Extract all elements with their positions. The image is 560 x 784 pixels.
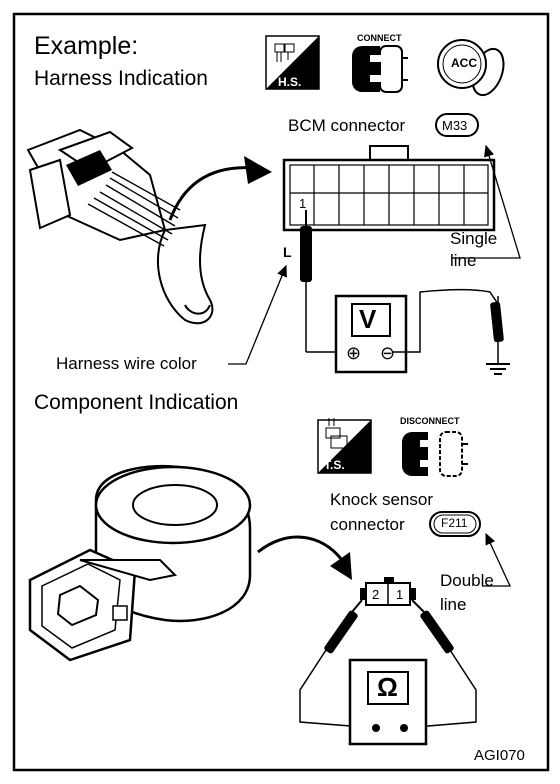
double-line-label-2: line: [440, 595, 467, 614]
voltmeter-symbol: V: [359, 304, 377, 334]
single-line-leader: [452, 144, 521, 259]
double-line-label-1: Double: [440, 571, 494, 590]
ground-probe: [392, 288, 510, 375]
knock-sensor-label-1: Knock sensor: [330, 490, 433, 509]
knock-sensor-label-2: connector: [330, 515, 405, 534]
curved-arrow-bottom-head: [330, 552, 352, 580]
component-heading: Component Indication: [34, 391, 239, 414]
bcm-connector-label: BCM connector: [288, 116, 406, 135]
ignition-acc-icon: [437, 39, 505, 97]
bcm-connector-face: [282, 145, 496, 232]
knock-sensor-illustration: [28, 464, 252, 662]
connect-label: CONNECT: [357, 33, 402, 43]
ts-label: T.S.: [324, 458, 345, 472]
voltmeter: [334, 294, 408, 374]
acc-label: ACC: [451, 56, 477, 70]
title: Example:: [34, 32, 139, 60]
figure-id: AGI070: [474, 747, 525, 764]
single-line-label-2: line: [450, 251, 477, 270]
harness-heading: Harness Indication: [34, 67, 208, 90]
single-line-label-1: Single: [450, 229, 498, 248]
outer-border: [12, 12, 550, 772]
knock-sensor-connector-face: [360, 577, 416, 606]
hs-label: H.S.: [278, 75, 302, 89]
minus-terminal: ⊖: [380, 343, 396, 363]
wire-color-letter: L: [283, 244, 292, 260]
bcm-connector-code: M33: [442, 118, 468, 133]
harness-connector-illustration: [26, 128, 214, 325]
ohmmeter: [348, 658, 428, 746]
disconnect-icon: [402, 431, 468, 477]
probe-double-line: [299, 599, 477, 729]
wire-color-leader: [228, 264, 287, 365]
curved-arrow-top: [168, 166, 256, 221]
connect-icon: [352, 45, 408, 93]
connector-code-badge-f211: [429, 511, 481, 537]
wire-color-label: Harness wire color: [56, 354, 197, 373]
double-line-leader: [482, 532, 512, 587]
bcm-pin-number: 1: [299, 196, 307, 211]
curved-arrow-top-head: [244, 156, 272, 184]
knock-pin-1: 1: [396, 587, 404, 602]
knock-sensor-connector-code: F211: [441, 516, 468, 530]
harness-side-icon: [265, 35, 320, 90]
disconnect-label: DISCONNECT: [400, 416, 460, 426]
plus-terminal: ⊕: [346, 343, 362, 363]
terminal-side-icon: [317, 418, 372, 474]
probe-single-line: [300, 210, 356, 353]
knock-pin-2: 2: [372, 587, 380, 602]
connector-code-badge-f211-inner: [433, 514, 477, 534]
connector-code-badge-m33: [435, 113, 479, 137]
curved-arrow-bottom: [257, 535, 344, 561]
ohmmeter-symbol: Ω: [377, 672, 398, 702]
